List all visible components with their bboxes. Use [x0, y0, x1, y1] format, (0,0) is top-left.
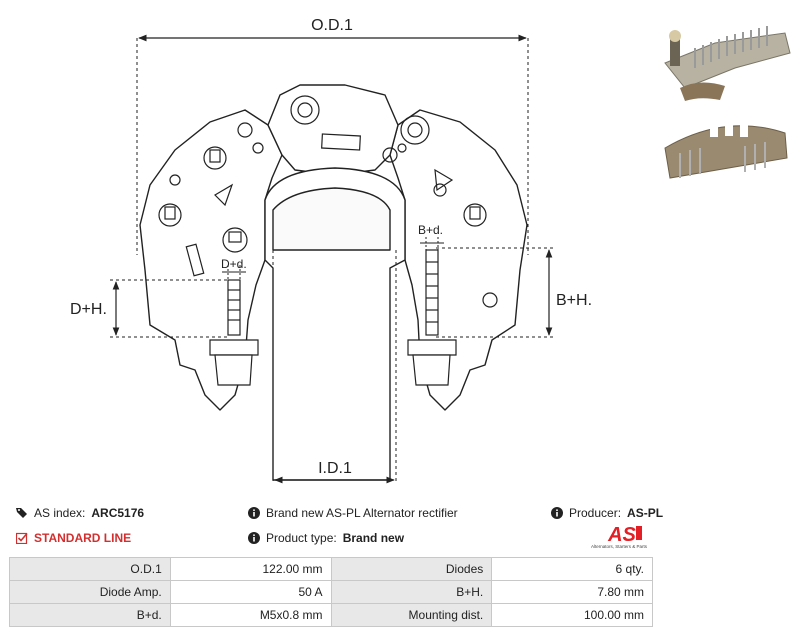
- info-icon: [248, 507, 260, 519]
- spec-label: Diode Amp.: [9, 580, 171, 604]
- product-type: Product type: Brand new: [248, 531, 404, 545]
- spec-label: B+H.: [330, 580, 493, 604]
- check-square-icon: [16, 532, 28, 544]
- right-bolt: [407, 249, 457, 386]
- product-info: AS index: ARC5176 STANDARD LINE Brand ne…: [0, 500, 800, 560]
- logo-text: AS: [607, 524, 636, 544]
- as-index-prefix: AS index:: [34, 506, 86, 520]
- id-dimension: I.D.1: [272, 250, 397, 484]
- info-icon: [551, 507, 563, 519]
- product-type-value: Brand new: [342, 531, 405, 545]
- spec-value: 6 qty.: [491, 557, 653, 581]
- rectifier-body: [139, 84, 528, 481]
- spec-value: 100.00 mm: [491, 603, 653, 627]
- spec-value: 122.00 mm: [169, 557, 332, 581]
- as-index: AS index: ARC5176: [16, 506, 144, 520]
- description: Brand new AS-PL Alternator rectifier: [248, 506, 458, 520]
- dd-dimension: D+d.: [221, 257, 247, 280]
- bh-dimension: B+H.: [436, 247, 592, 338]
- spec-label: O.D.1: [9, 557, 171, 581]
- product-type-prefix: Product type:: [266, 531, 337, 545]
- specs-table: O.D.1 122.00 mm Diodes 6 qty. Diode Amp.…: [9, 557, 653, 627]
- spec-value: 7.80 mm: [491, 580, 653, 604]
- spec-label: B+d.: [9, 603, 171, 627]
- terminal-details: [158, 95, 498, 308]
- producer-value: AS-PL: [627, 506, 664, 520]
- as-index-value[interactable]: ARC5176: [91, 506, 145, 520]
- dh-dimension: D+H.: [70, 279, 230, 338]
- table-row: B+d. M5x0.8 mm Mounting dist. 100.00 mm: [9, 603, 653, 627]
- dd-label: D+d.: [221, 257, 247, 271]
- bd-label: B+d.: [418, 223, 443, 237]
- rectifier-technical-drawing: O.D.1: [70, 17, 592, 484]
- product-photo-bottom[interactable]: [655, 108, 795, 188]
- standard-line-label: STANDARD LINE: [34, 531, 132, 545]
- as-pl-logo: AS Alternators, Starters & Parts: [584, 522, 654, 554]
- bh-label: B+H.: [556, 292, 592, 309]
- od-dimension: O.D.1: [136, 17, 529, 255]
- od-label: O.D.1: [311, 17, 353, 34]
- description-text: Brand new AS-PL Alternator rectifier: [266, 506, 458, 520]
- standard-line: STANDARD LINE: [16, 531, 131, 545]
- spec-value: 50 A: [169, 580, 332, 604]
- spec-label: Mounting dist.: [330, 603, 493, 627]
- producer: Producer: AS-PL: [551, 506, 663, 520]
- dh-label: D+H.: [70, 301, 107, 318]
- table-row: Diode Amp. 50 A B+H. 7.80 mm: [9, 580, 653, 604]
- table-row: O.D.1 122.00 mm Diodes 6 qty.: [9, 557, 653, 581]
- left-bolt: [209, 279, 259, 386]
- logo-caption: Alternators, Starters & Parts: [590, 544, 648, 549]
- spec-value: M5x0.8 mm: [169, 603, 332, 627]
- bd-dimension: B+d.: [418, 223, 444, 250]
- product-photo-top[interactable]: [655, 8, 795, 108]
- info-icon: [248, 532, 260, 544]
- id-label: I.D.1: [318, 460, 352, 477]
- logo-mark: AS: [607, 524, 642, 546]
- producer-prefix: Producer:: [569, 506, 622, 520]
- spec-label: Diodes: [330, 557, 493, 581]
- tags-icon: [16, 508, 27, 518]
